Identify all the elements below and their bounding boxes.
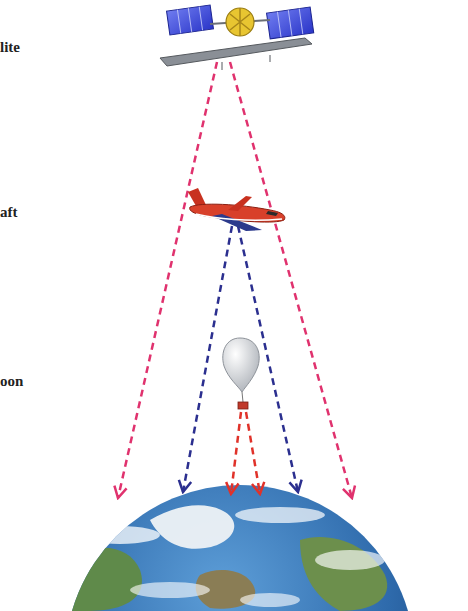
balloon-envelope — [223, 338, 259, 392]
satellite-beam — [230, 62, 352, 498]
cloud — [130, 582, 210, 598]
cloud — [240, 593, 300, 607]
panel-grid — [277, 9, 302, 38]
aircraft-windshield — [266, 211, 278, 216]
land — [60, 548, 142, 611]
solar-panel — [267, 7, 314, 39]
antenna — [222, 62, 223, 70]
cloud — [315, 550, 385, 570]
aircraft — [188, 188, 285, 231]
balloon-gondola — [238, 402, 248, 409]
satellite-beam — [118, 62, 217, 498]
panel-grid — [177, 7, 202, 34]
satellite-body — [226, 8, 254, 36]
cloud — [235, 507, 325, 523]
earth-surface — [60, 505, 387, 611]
satellite-detail — [230, 8, 250, 36]
aircraft-stripe — [196, 214, 282, 220]
antenna — [270, 55, 271, 62]
land — [300, 537, 387, 611]
balloon-beam — [246, 412, 260, 494]
solar-panel — [167, 5, 214, 35]
balloon-tether — [242, 392, 243, 402]
platform-label: oon — [0, 374, 23, 389]
satellite-platform — [160, 38, 312, 66]
aircraft-tail — [188, 188, 206, 206]
beams — [118, 62, 352, 498]
aircraft-wing — [228, 196, 252, 211]
balloon-beam — [231, 412, 241, 494]
aircraft-wing — [212, 214, 262, 231]
ice-cap — [150, 505, 234, 548]
earth — [60, 485, 415, 611]
balloon — [223, 338, 259, 409]
cloud — [80, 526, 160, 544]
platform-label: lite — [0, 40, 20, 55]
platform-label: aft — [0, 205, 18, 220]
satellite — [160, 5, 314, 70]
